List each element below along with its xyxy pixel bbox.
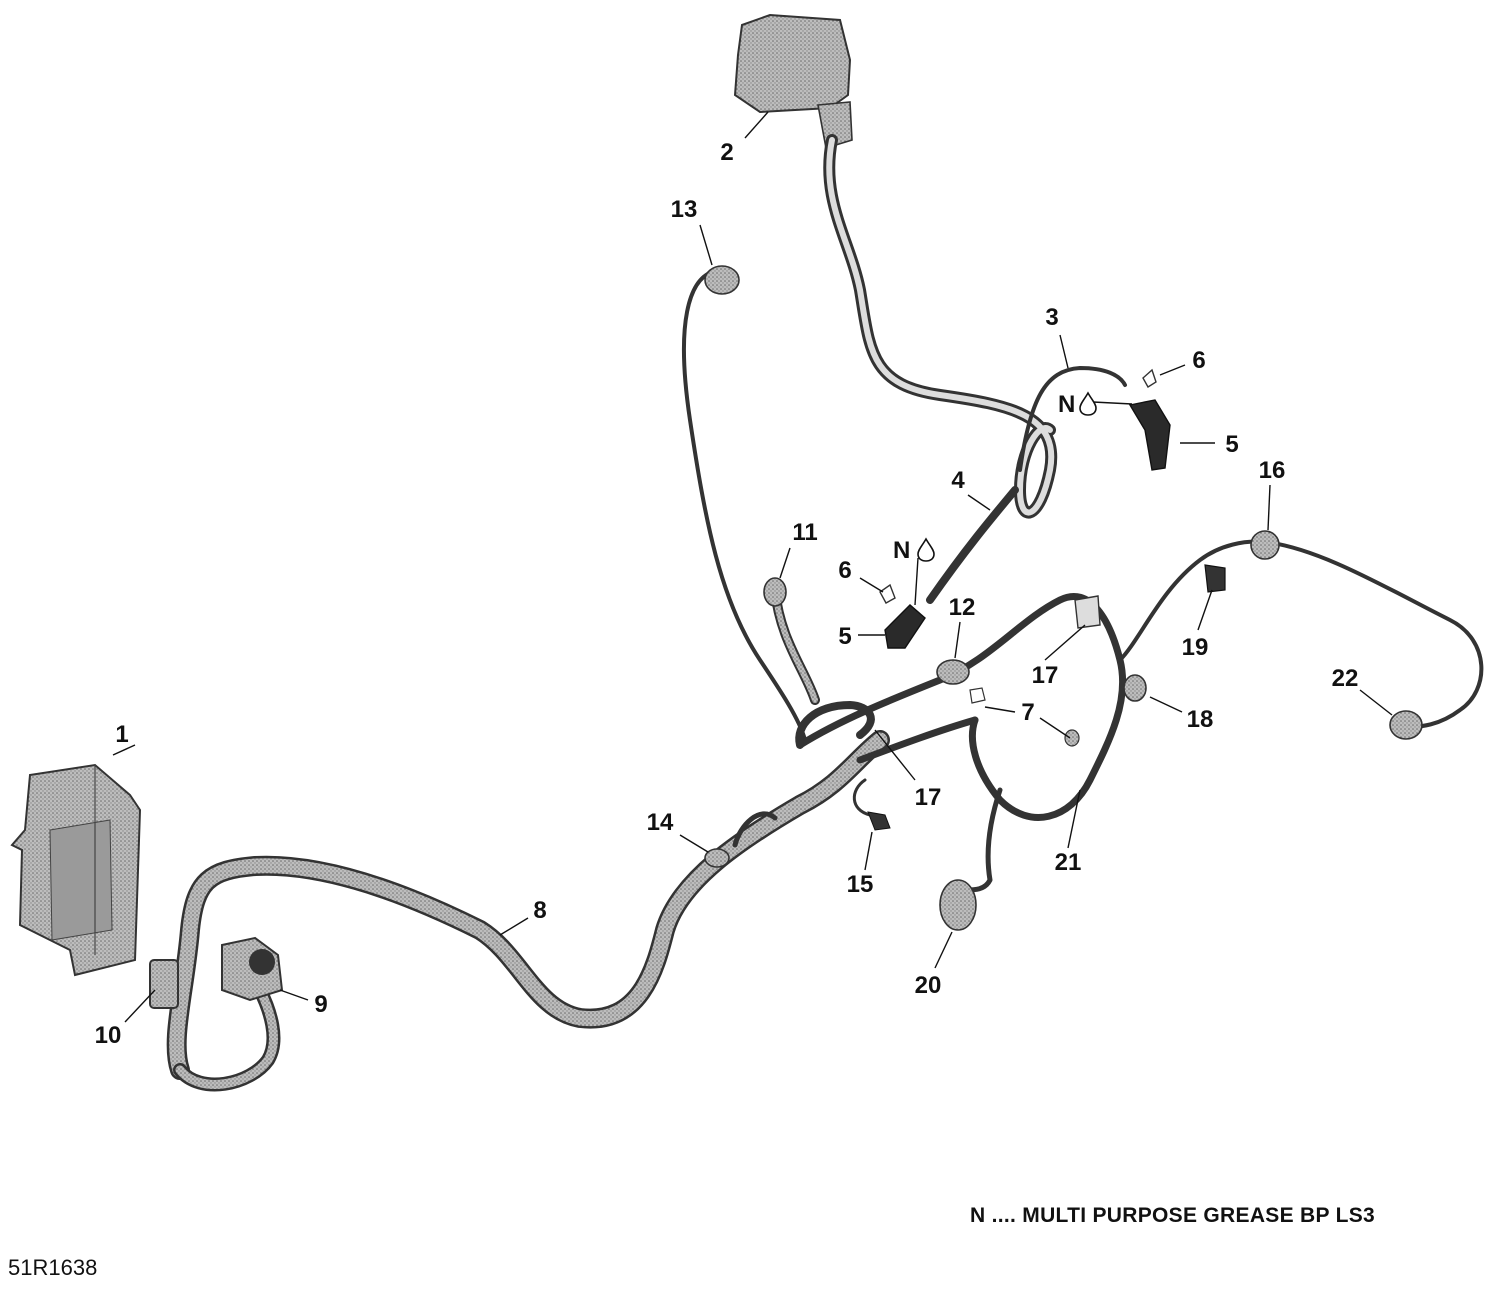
callout-5-left: 5 (838, 623, 851, 650)
figure-id: 51R1638 (8, 1255, 97, 1280)
grease-drop-icon (1079, 391, 1097, 416)
central-harness-part (795, 530, 1484, 931)
grease-marker-left: N (893, 537, 935, 564)
cap-6-left (879, 583, 896, 604)
callout-21: 21 (1055, 849, 1082, 876)
callout-1: 1 (115, 721, 128, 748)
plug-boot-5-left (884, 604, 926, 649)
cable-4-part (926, 486, 1019, 604)
callout-18: 18 (1187, 706, 1214, 733)
callout-14: 14 (647, 809, 674, 836)
main-harness-part (166, 730, 890, 1092)
callout-16: 16 (1259, 457, 1286, 484)
callout-6-left: 6 (838, 557, 851, 584)
cable-3-part (1018, 366, 1127, 472)
callout-6-right: 6 (1192, 347, 1205, 374)
grease-marker-right: N (1058, 391, 1097, 418)
callout-3: 3 (1045, 304, 1058, 331)
callout-13: 13 (671, 196, 698, 223)
callout-labels: 1 2 3 4 5 5 6 6 7 8 9 10 11 12 13 14 15 … (95, 139, 1359, 1049)
leader-lines (112, 111, 1393, 1023)
harness-branch-14 (704, 811, 778, 868)
callout-9: 9 (314, 991, 327, 1018)
callout-7: 7 (1021, 699, 1034, 726)
cable-2-part (823, 134, 1058, 519)
svg-text:N: N (893, 537, 910, 564)
callout-11: 11 (792, 519, 817, 546)
callout-15: 15 (847, 871, 874, 898)
callout-5-right: 5 (1225, 431, 1238, 458)
callout-19: 19 (1182, 634, 1209, 661)
callout-2: 2 (720, 139, 733, 166)
svg-text:N: N (1058, 391, 1075, 418)
callout-12: 12 (949, 594, 976, 621)
relay-box-part (733, 13, 853, 150)
callout-22: 22 (1332, 665, 1359, 692)
cable-13-part (682, 265, 820, 742)
callout-10: 10 (95, 1022, 122, 1049)
grease-drop-icon (917, 537, 935, 562)
connector-9-part (221, 936, 284, 1002)
connector-10-part (149, 959, 179, 1009)
ecm-module-part (10, 763, 142, 977)
plug-boot-5-right (1128, 399, 1171, 471)
grease-note: N .... MULTI PURPOSE GREASE BP LS3 (970, 1204, 1375, 1227)
callout-4: 4 (951, 467, 965, 494)
cap-6-right (1142, 368, 1157, 388)
callout-20: 20 (915, 972, 942, 999)
callout-17-lower: 17 (915, 784, 942, 811)
callout-17-upper: 17 (1032, 662, 1059, 689)
callout-8: 8 (533, 897, 546, 924)
